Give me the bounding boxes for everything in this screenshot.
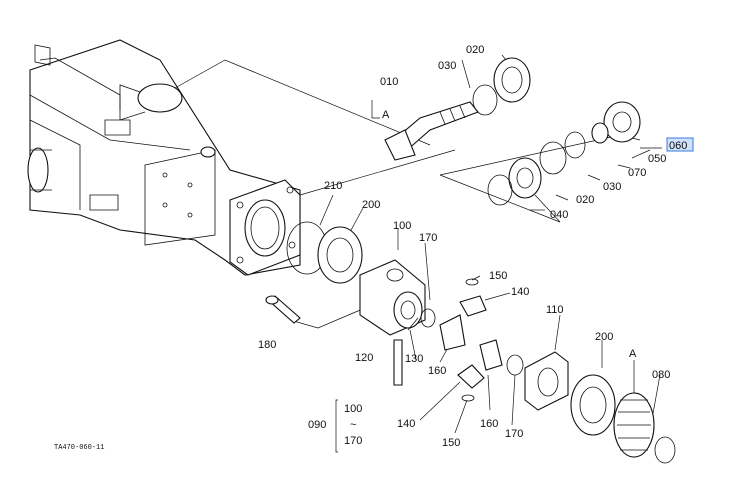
pinion-shaft [384, 101, 479, 161]
ring-gear [613, 392, 655, 458]
label-010: 010 [380, 76, 398, 88]
label-150-bottom: 150 [442, 437, 460, 449]
axle-housing [27, 39, 301, 276]
pin-130 [407, 317, 419, 331]
label-120: 120 [355, 352, 373, 364]
label-140-top: 140 [511, 286, 529, 298]
label-150-top: 150 [489, 270, 507, 282]
pinion-140-bottom [457, 364, 485, 389]
label-range-from: 100 [344, 403, 362, 415]
shim-030-top [472, 84, 498, 116]
washer-170-top [420, 308, 436, 328]
label-060-highlight [666, 137, 694, 152]
label-210: 210 [324, 180, 342, 192]
bearing-020-top [493, 57, 531, 103]
bolt-180 [265, 295, 301, 324]
label-range-separator: ~ [350, 419, 356, 431]
side-gear-160-left [439, 314, 466, 351]
label-170-right: 170 [505, 428, 523, 440]
label-080: 080 [652, 369, 670, 381]
label-180: 180 [258, 339, 276, 351]
label-130: 130 [405, 353, 423, 365]
shaft-120 [393, 339, 403, 386]
range-bracket [335, 399, 338, 453]
bearing-200-right [570, 374, 616, 436]
label-160-left: 160 [428, 365, 446, 377]
label-040: 040 [550, 209, 568, 221]
label-200-right: 200 [595, 331, 613, 343]
side-gear-160-right [479, 339, 503, 371]
flange-110 [524, 351, 569, 411]
washer-170-right [506, 354, 524, 376]
seal-group-right [487, 101, 641, 206]
label-020-mid: 020 [576, 194, 594, 206]
marker-a-bottom: A [629, 348, 637, 360]
washer-080 [654, 436, 676, 464]
diff-case-100 [359, 259, 426, 336]
label-110: 110 [546, 304, 564, 316]
washer-150-bottom [461, 394, 475, 402]
label-140-bottom: 140 [397, 418, 415, 430]
pinion-140-top [459, 295, 487, 317]
washer-150-top [465, 278, 479, 286]
marker-a-top: A [382, 109, 390, 121]
label-200-left: 200 [362, 199, 380, 211]
diagram-code: TA470-060-11 [54, 444, 104, 452]
label-range-to: 170 [344, 435, 362, 447]
label-030-top: 030 [438, 60, 456, 72]
label-060[interactable]: 060 [669, 140, 687, 152]
part-labels: 010 A 020 030 060 050 070 030 020 040 21… [54, 44, 687, 453]
label-070: 070 [628, 167, 646, 179]
label-100: 100 [393, 220, 411, 232]
label-030-right: 030 [603, 181, 621, 193]
label-170-top: 170 [419, 232, 437, 244]
label-090: 090 [308, 419, 326, 431]
label-050: 050 [648, 153, 666, 165]
bearing-200-left [317, 226, 363, 284]
label-160-right: 160 [480, 418, 498, 430]
label-020-top: 020 [466, 44, 484, 56]
